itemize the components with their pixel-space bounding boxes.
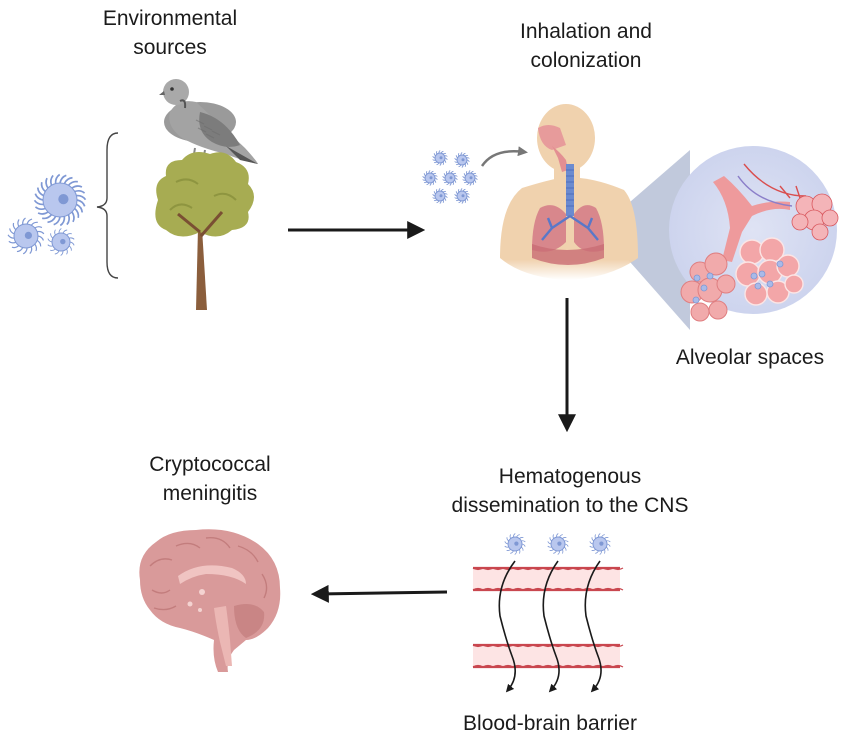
label-environmental-sources: Environmental sources — [70, 4, 270, 62]
label-line: Alveolar spaces — [675, 346, 825, 369]
label-cryptococcal-meningitis: Cryptococcal meningitis — [110, 450, 310, 508]
label-line: Cryptococcal — [149, 453, 271, 476]
cryptococcus-spore-icon — [589, 533, 611, 555]
label-hematogenous-dissemination: Hematogenous dissemination to the CNS — [410, 462, 730, 520]
inhaled-spores — [422, 150, 478, 204]
label-alveolar-spaces: Alveolar spaces — [650, 343, 850, 372]
label-blood-brain-barrier: Blood-brain barrier — [440, 709, 660, 738]
label-line: colonization — [530, 49, 642, 72]
label-line: Inhalation and — [520, 20, 652, 43]
cryptococcus-spore-cluster — [7, 173, 87, 256]
cryptococcus-spore-icon — [7, 217, 45, 255]
cryptococcus-spore-icon — [442, 170, 458, 186]
arrow-dissemination-to-meningitis — [310, 584, 448, 603]
label-line: Hematogenous — [498, 465, 642, 488]
label-inhalation-colonization: Inhalation and colonization — [486, 17, 686, 75]
cryptococcus-spore-icon — [432, 150, 448, 166]
cryptococcus-spore-icon — [47, 228, 75, 256]
label-line: meningitis — [162, 482, 258, 505]
alveoli-icon — [669, 146, 839, 322]
label-line: sources — [133, 36, 207, 59]
cryptococcus-spore-icon — [547, 533, 569, 555]
cryptococcus-spore-icon — [462, 170, 478, 186]
bbb-crossing-arrows — [498, 560, 602, 693]
grouping-bracket — [96, 132, 119, 279]
label-line: Blood-brain barrier — [463, 712, 637, 735]
bbb-spores — [504, 533, 611, 555]
inhalation-arrow — [480, 146, 528, 167]
pigeon-icon — [159, 79, 258, 164]
tree-icon — [155, 152, 254, 310]
cryptococcus-spore-icon — [454, 188, 470, 204]
zoom-cone — [600, 150, 690, 330]
cryptococcus-spore-icon — [422, 170, 438, 186]
cryptococcus-spore-icon — [432, 188, 448, 204]
label-line: dissemination to the CNS — [451, 494, 689, 517]
vessel-wall — [472, 567, 624, 571]
blood-vessel-icon — [472, 566, 624, 669]
cryptococcus-spore-icon — [454, 152, 470, 168]
human-respiratory-icon — [500, 104, 638, 280]
cryptococcus-spore-icon — [33, 173, 87, 227]
brain-icon — [139, 529, 281, 672]
label-line: Environmental — [102, 7, 238, 30]
cryptococcus-spore-icon — [504, 533, 526, 555]
